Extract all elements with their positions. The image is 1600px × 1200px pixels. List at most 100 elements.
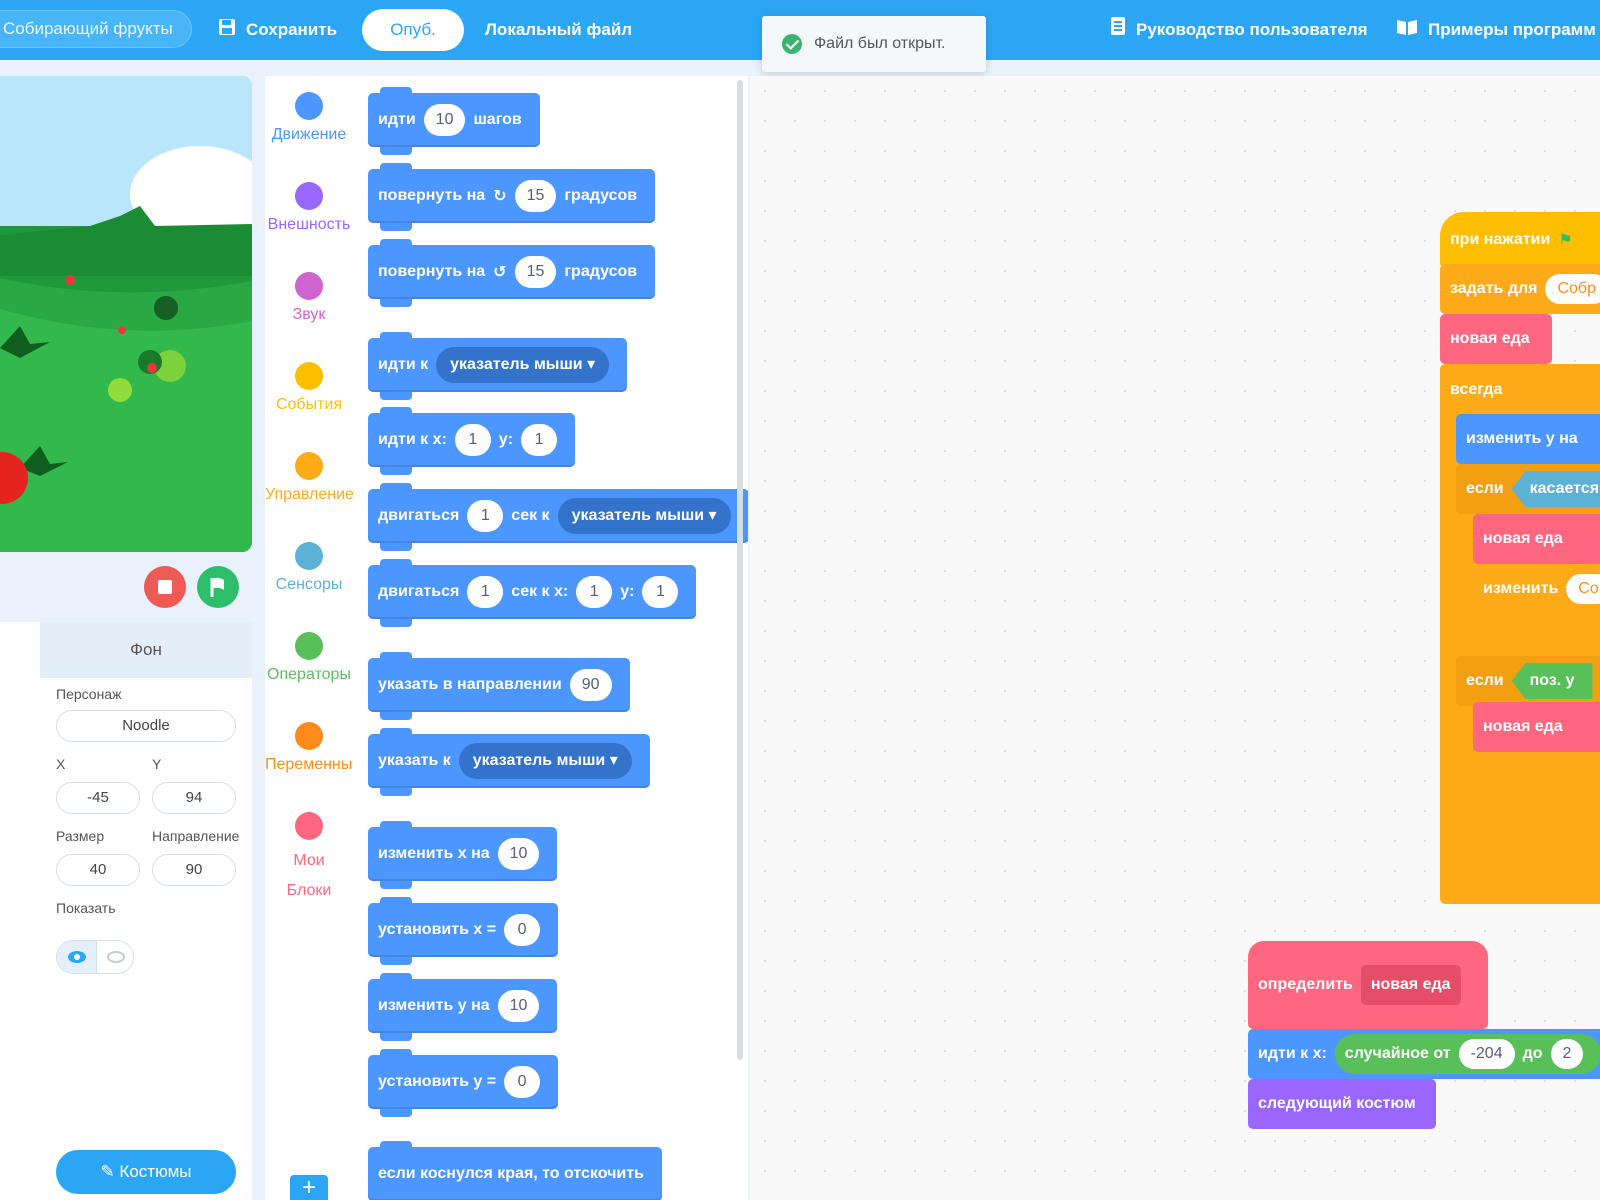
next-costume-block[interactable]: следующий костюм [1248, 1079, 1436, 1129]
category-label-line2: Блоки [286, 882, 332, 899]
costumes-label: Костюмы [119, 1162, 192, 1181]
when-flag-clicked-block[interactable]: при нажатии⚑ [1440, 212, 1600, 268]
tab-backdrop[interactable]: Фон [40, 622, 252, 678]
save-label: Сохранить [246, 20, 338, 39]
book-icon [1396, 1, 1418, 61]
stage-backdrop-image [0, 76, 252, 552]
block-set-y[interactable]: установить у =0 [368, 1049, 559, 1117]
add-extension-button[interactable]: + [290, 1175, 328, 1200]
project-title-input[interactable]: Собирающий фрукты [0, 10, 192, 48]
category-events[interactable]: События [265, 362, 353, 414]
category-dot-icon [295, 272, 323, 300]
category-looks[interactable]: Внешность [265, 182, 353, 234]
category-operators[interactable]: Операторы [265, 632, 353, 684]
examples-button[interactable]: Примеры программ [1396, 0, 1596, 60]
file-opened-toast: Файл был открыт. [762, 16, 986, 72]
user-guide-label: Руководство пользователя [1136, 20, 1368, 39]
goto-target-dropdown[interactable]: указатель мыши ▾ [436, 347, 610, 383]
stage[interactable] [0, 76, 252, 552]
block-bounce[interactable]: если коснулся края, то отскочить [368, 1141, 662, 1200]
category-sound[interactable]: Звук [265, 272, 353, 324]
block-categories: Движение Внешность Звук События Управлен… [265, 76, 353, 1200]
category-variables[interactable]: Переменные [265, 722, 353, 774]
category-control[interactable]: Управление [265, 452, 353, 504]
category-dot-icon [295, 632, 323, 660]
category-label: Сенсоры [275, 576, 343, 593]
y-field[interactable]: 94 [152, 782, 236, 814]
point-target-dropdown[interactable]: указатель мыши ▾ [458, 743, 632, 779]
palette-scrollbar[interactable] [737, 80, 743, 1060]
y-label: Y [152, 756, 162, 772]
sprite-name-label: Персонаж [56, 686, 122, 702]
save-button[interactable]: Сохранить [218, 0, 337, 60]
category-dot-icon [295, 182, 323, 210]
category-label: События [275, 396, 343, 413]
document-icon [1110, 1, 1126, 61]
category-label: Управление [265, 486, 353, 503]
costumes-button[interactable]: ✎ Костюмы [56, 1150, 236, 1194]
forever-label: всегда [1450, 381, 1503, 398]
define-name-slot: новая еда [1360, 965, 1461, 1005]
category-dot-icon [295, 812, 323, 840]
category-dot-icon [295, 722, 323, 750]
category-label: Операторы [267, 666, 351, 683]
sprite-info-panel: Фон Персонаж Noodle X Y -45 94 Размер На… [0, 622, 252, 1200]
hide-eye-icon[interactable] [96, 941, 135, 973]
publish-button[interactable]: Опуб. [362, 9, 464, 51]
examples-label: Примеры программ [1428, 20, 1596, 39]
block-set-x[interactable]: установить х =0 [368, 897, 559, 965]
category-sensing[interactable]: Сенсоры [265, 542, 353, 594]
new-food-call-block-3[interactable]: новая еда [1473, 702, 1600, 752]
local-file-button[interactable]: Локальный файл [485, 20, 633, 39]
glide-target-dropdown[interactable]: указатель мыши ▾ [557, 498, 731, 534]
category-dot-icon [295, 92, 323, 120]
x-field[interactable]: -45 [56, 782, 140, 814]
change-y-block[interactable]: изменить у на [1456, 414, 1600, 464]
show-eye-icon[interactable] [57, 941, 96, 973]
touching-condition[interactable]: касается [1511, 471, 1600, 507]
x-label: X [56, 756, 66, 772]
position-condition[interactable]: поз. у [1511, 663, 1593, 699]
sprite-name-field[interactable]: Noodle [56, 710, 236, 742]
new-food-call-block[interactable]: новая еда [1440, 314, 1552, 364]
user-guide-button[interactable]: Руководство пользователя [1110, 0, 1368, 60]
category-dot-icon [295, 362, 323, 390]
floppy-disk-icon [218, 1, 236, 61]
menu-bar: Собирающий фрукты Сохранить Опуб. Локаль… [0, 0, 1600, 60]
show-label: Показать [56, 900, 116, 916]
new-food-call-block-2[interactable]: новая еда [1473, 514, 1600, 564]
size-field[interactable]: 40 [56, 854, 140, 886]
category-motion[interactable]: Движение [265, 92, 353, 144]
stop-icon[interactable] [144, 566, 186, 608]
visibility-toggle [56, 940, 134, 974]
category-label: Мои [293, 852, 325, 869]
green-flag-icon[interactable] [197, 566, 239, 608]
toast-text: Файл был открыт. [814, 35, 946, 52]
category-label: Звук [292, 306, 326, 323]
rotate-right-icon: ↻ [493, 188, 507, 205]
tab-sprite[interactable] [0, 622, 40, 678]
direction-field[interactable]: 90 [152, 854, 236, 886]
category-my-blocks[interactable]: Мои Блоки [265, 812, 353, 906]
category-label: Переменные [265, 756, 353, 773]
